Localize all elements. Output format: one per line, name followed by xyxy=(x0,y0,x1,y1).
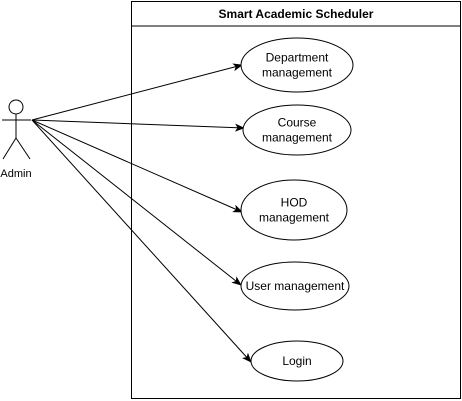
associations xyxy=(31,63,252,363)
actor-right-leg xyxy=(15,137,31,160)
use-case-label: HOD xyxy=(281,196,308,210)
association-arrow xyxy=(31,119,242,286)
actor-label: Admin xyxy=(0,168,31,180)
use-case-ellipse xyxy=(240,179,348,241)
use-case-label: management xyxy=(262,131,333,145)
use-case-ellipse xyxy=(240,261,350,311)
use-cases: DepartmentmanagementCoursemanagementHODm… xyxy=(240,37,354,382)
actor-head xyxy=(8,99,24,115)
association-arrow xyxy=(31,119,252,363)
use-case-user-management: User management xyxy=(240,261,350,311)
association-arrow xyxy=(31,119,243,213)
use-case-label: User management xyxy=(246,279,345,293)
use-case-ellipse xyxy=(242,104,352,156)
use-case-label: Course xyxy=(278,116,317,130)
use-case-label: management xyxy=(262,66,333,80)
use-case-login: Login xyxy=(250,340,344,382)
system-title: Smart Academic Scheduler xyxy=(219,7,374,21)
association-arrow xyxy=(31,119,245,132)
actor-admin xyxy=(2,99,31,160)
use-case-ellipse xyxy=(240,37,354,93)
use-case-ellipse xyxy=(250,340,344,382)
association-arrow xyxy=(31,63,243,121)
use-case-label: Department xyxy=(266,51,329,65)
actor-left-leg xyxy=(2,137,17,160)
use-case-label: management xyxy=(259,211,330,225)
use-case-label: Login xyxy=(282,354,311,368)
